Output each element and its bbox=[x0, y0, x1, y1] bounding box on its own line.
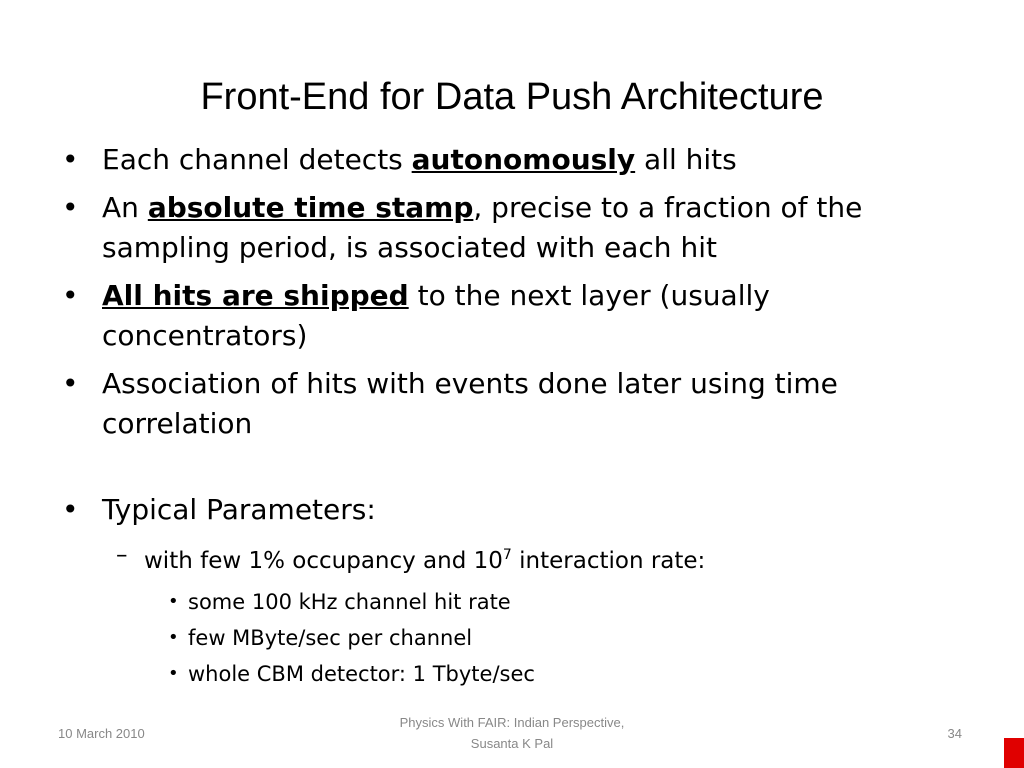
bullet-dot: • bbox=[62, 191, 79, 224]
corner-accent bbox=[1004, 738, 1024, 768]
bullet-dot: • bbox=[62, 143, 79, 176]
subsub-bullet-mbyte: •few MByte/sec per channel bbox=[166, 620, 976, 656]
footer-center-line1: Physics With FAIR: Indian Perspective, bbox=[399, 715, 625, 730]
footer-page-number: 34 bbox=[947, 726, 962, 741]
subsub-bullet-cbm: •whole CBM detector: 1 Tbyte/sec bbox=[166, 656, 976, 692]
bullet-autonomous: • Each channel detects autonomously all … bbox=[56, 140, 976, 180]
sub-bullet-occupancy: – with few 1% occupancy and 107 interact… bbox=[116, 538, 976, 578]
slide-content: • Each channel detects autonomously all … bbox=[56, 140, 976, 692]
emphasis-time-stamp: absolute time stamp bbox=[147, 191, 474, 224]
bullet-dot: • bbox=[62, 493, 79, 526]
bullet-dot: • bbox=[168, 663, 179, 684]
footer-presentation-info: Physics With FAIR: Indian Perspective, S… bbox=[362, 712, 662, 754]
footer-date: 10 March 2010 bbox=[58, 726, 145, 741]
bullet-dot: • bbox=[62, 367, 79, 400]
bullet-association: • Association of hits with events done l… bbox=[56, 364, 976, 444]
dash-marker: – bbox=[116, 542, 128, 568]
bullet-time-stamp: • An absolute time stamp, precise to a f… bbox=[56, 188, 976, 268]
bullet-typical-parameters: • Typical Parameters: bbox=[56, 490, 976, 530]
bullet-dot: • bbox=[62, 279, 79, 312]
bullet-dot: • bbox=[168, 591, 179, 612]
bullet-dot: • bbox=[168, 627, 179, 648]
slide-title: Front-End for Data Push Architecture bbox=[200, 76, 824, 118]
spacer bbox=[56, 452, 976, 490]
subsub-bullet-hit-rate: •some 100 kHz channel hit rate bbox=[166, 584, 976, 620]
emphasis-autonomously: autonomously bbox=[411, 143, 636, 176]
bullet-hits-shipped: • All hits are shipped to the next layer… bbox=[56, 276, 976, 356]
emphasis-hits-shipped: All hits are shipped bbox=[102, 279, 409, 312]
footer-center-line2: Susanta K Pal bbox=[470, 736, 554, 751]
